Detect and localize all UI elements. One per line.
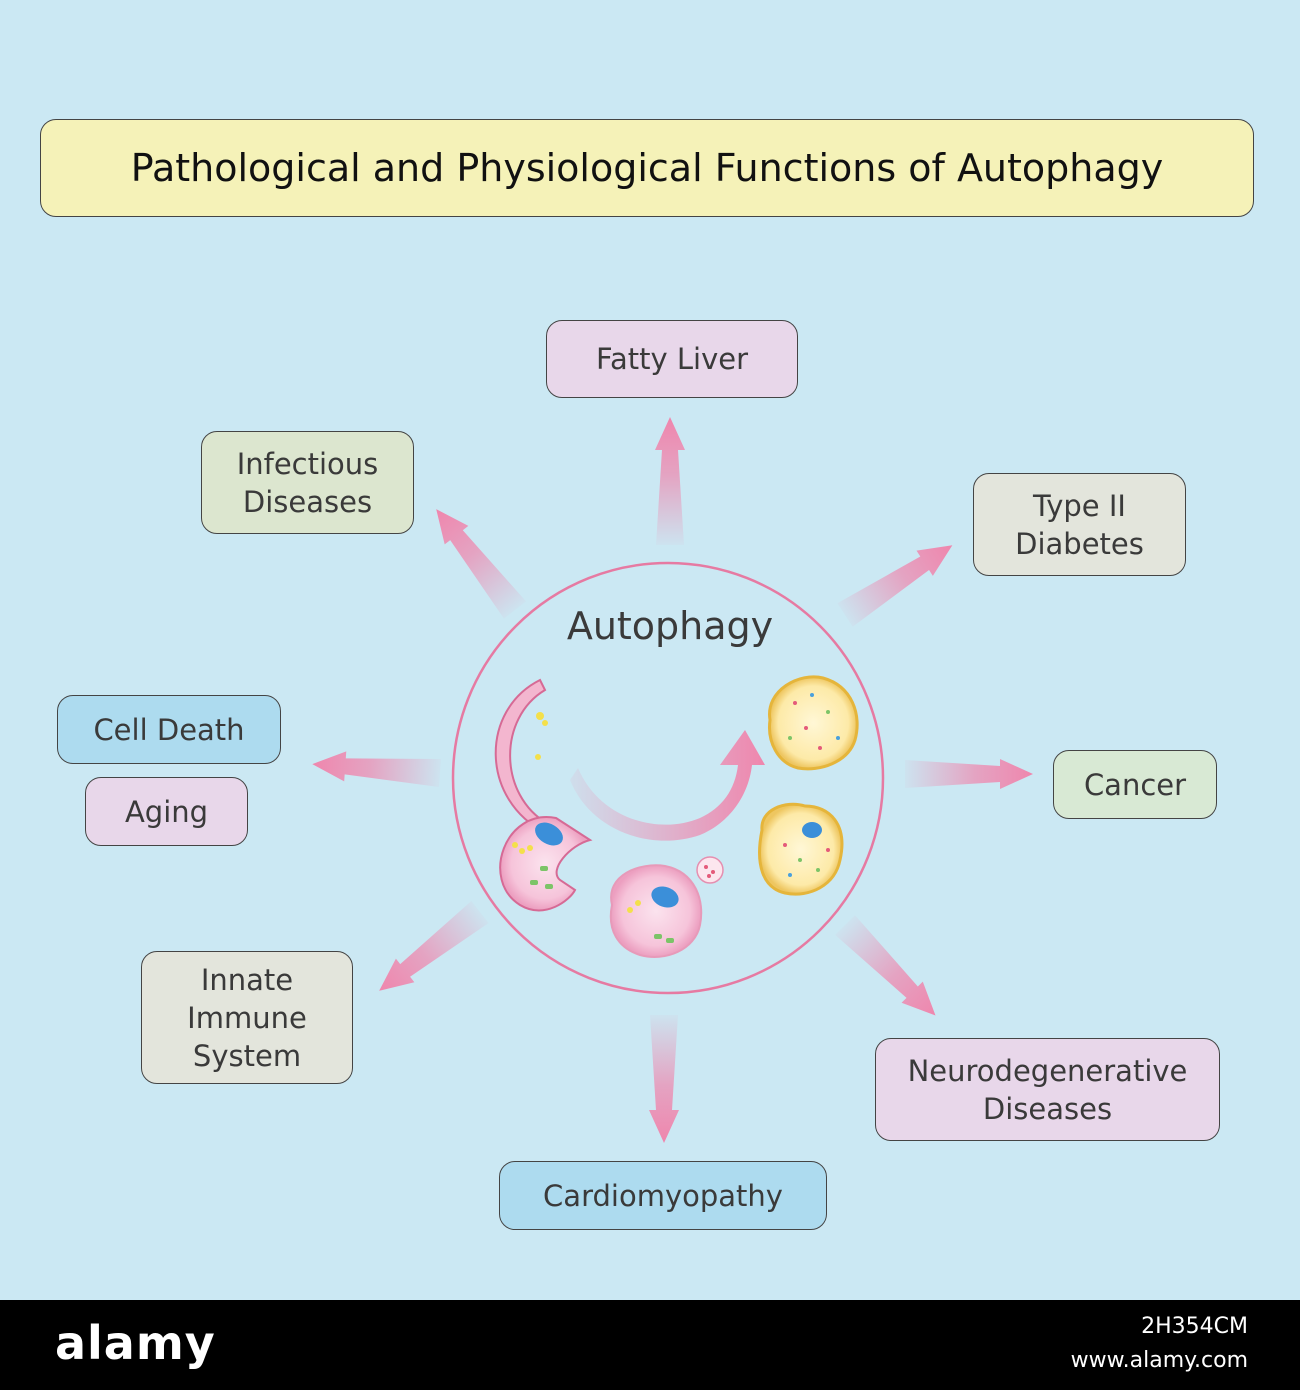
node-cell-death: Cell Death bbox=[57, 695, 281, 764]
process-curve-arrow bbox=[570, 730, 765, 841]
arrow-to-cardiomyopathy bbox=[649, 1015, 679, 1143]
lysosome-illustration bbox=[696, 856, 724, 884]
center-label: Autophagy bbox=[566, 604, 774, 648]
node-fatty-liver: Fatty Liver bbox=[546, 320, 798, 398]
page-title: Pathological and Physiological Functions… bbox=[40, 119, 1254, 217]
arrow-to-cancer bbox=[905, 759, 1033, 789]
arrow-to-cell-death bbox=[311, 749, 442, 788]
node-cardiomyopathy: Cardiomyopathy bbox=[499, 1161, 827, 1230]
node-type2-diabetes: Type II Diabetes bbox=[973, 473, 1186, 576]
footer-image-id: 2H354CM bbox=[1141, 1314, 1248, 1339]
node-aging: Aging bbox=[85, 777, 248, 846]
footer-logo: alamy bbox=[55, 1316, 216, 1370]
node-innate-immune-system: Innate Immune System bbox=[141, 951, 353, 1084]
arrow-to-innate-immune bbox=[369, 900, 490, 1003]
diagram-canvas: Pathological and Physiological Functions… bbox=[40, 119, 1254, 1230]
diagram-graphics bbox=[311, 417, 1033, 1143]
footer-url: www.alamy.com bbox=[1070, 1348, 1248, 1373]
node-cancer: Cancer bbox=[1053, 750, 1217, 819]
autophagosome-illustration bbox=[499, 816, 593, 912]
arrow-to-infectious-diseases bbox=[424, 499, 527, 620]
degraded-cell-top bbox=[768, 675, 859, 771]
arrow-to-fatty-liver bbox=[655, 417, 685, 545]
footer-bar: alamy 2H354CM www.alamy.com bbox=[0, 1300, 1300, 1390]
degraded-cell-bottom bbox=[758, 802, 844, 896]
node-infectious-diseases: Infectious Diseases bbox=[201, 431, 414, 534]
arrow-to-type2-diabetes bbox=[836, 532, 961, 628]
autolysosome-illustration bbox=[609, 864, 703, 958]
arrow-to-neurodegenerative bbox=[834, 914, 947, 1027]
phagophore-illustration bbox=[494, 678, 550, 835]
autophagy-circle bbox=[451, 561, 885, 995]
node-neurodegenerative-diseases: Neurodegenerative Diseases bbox=[875, 1038, 1220, 1141]
